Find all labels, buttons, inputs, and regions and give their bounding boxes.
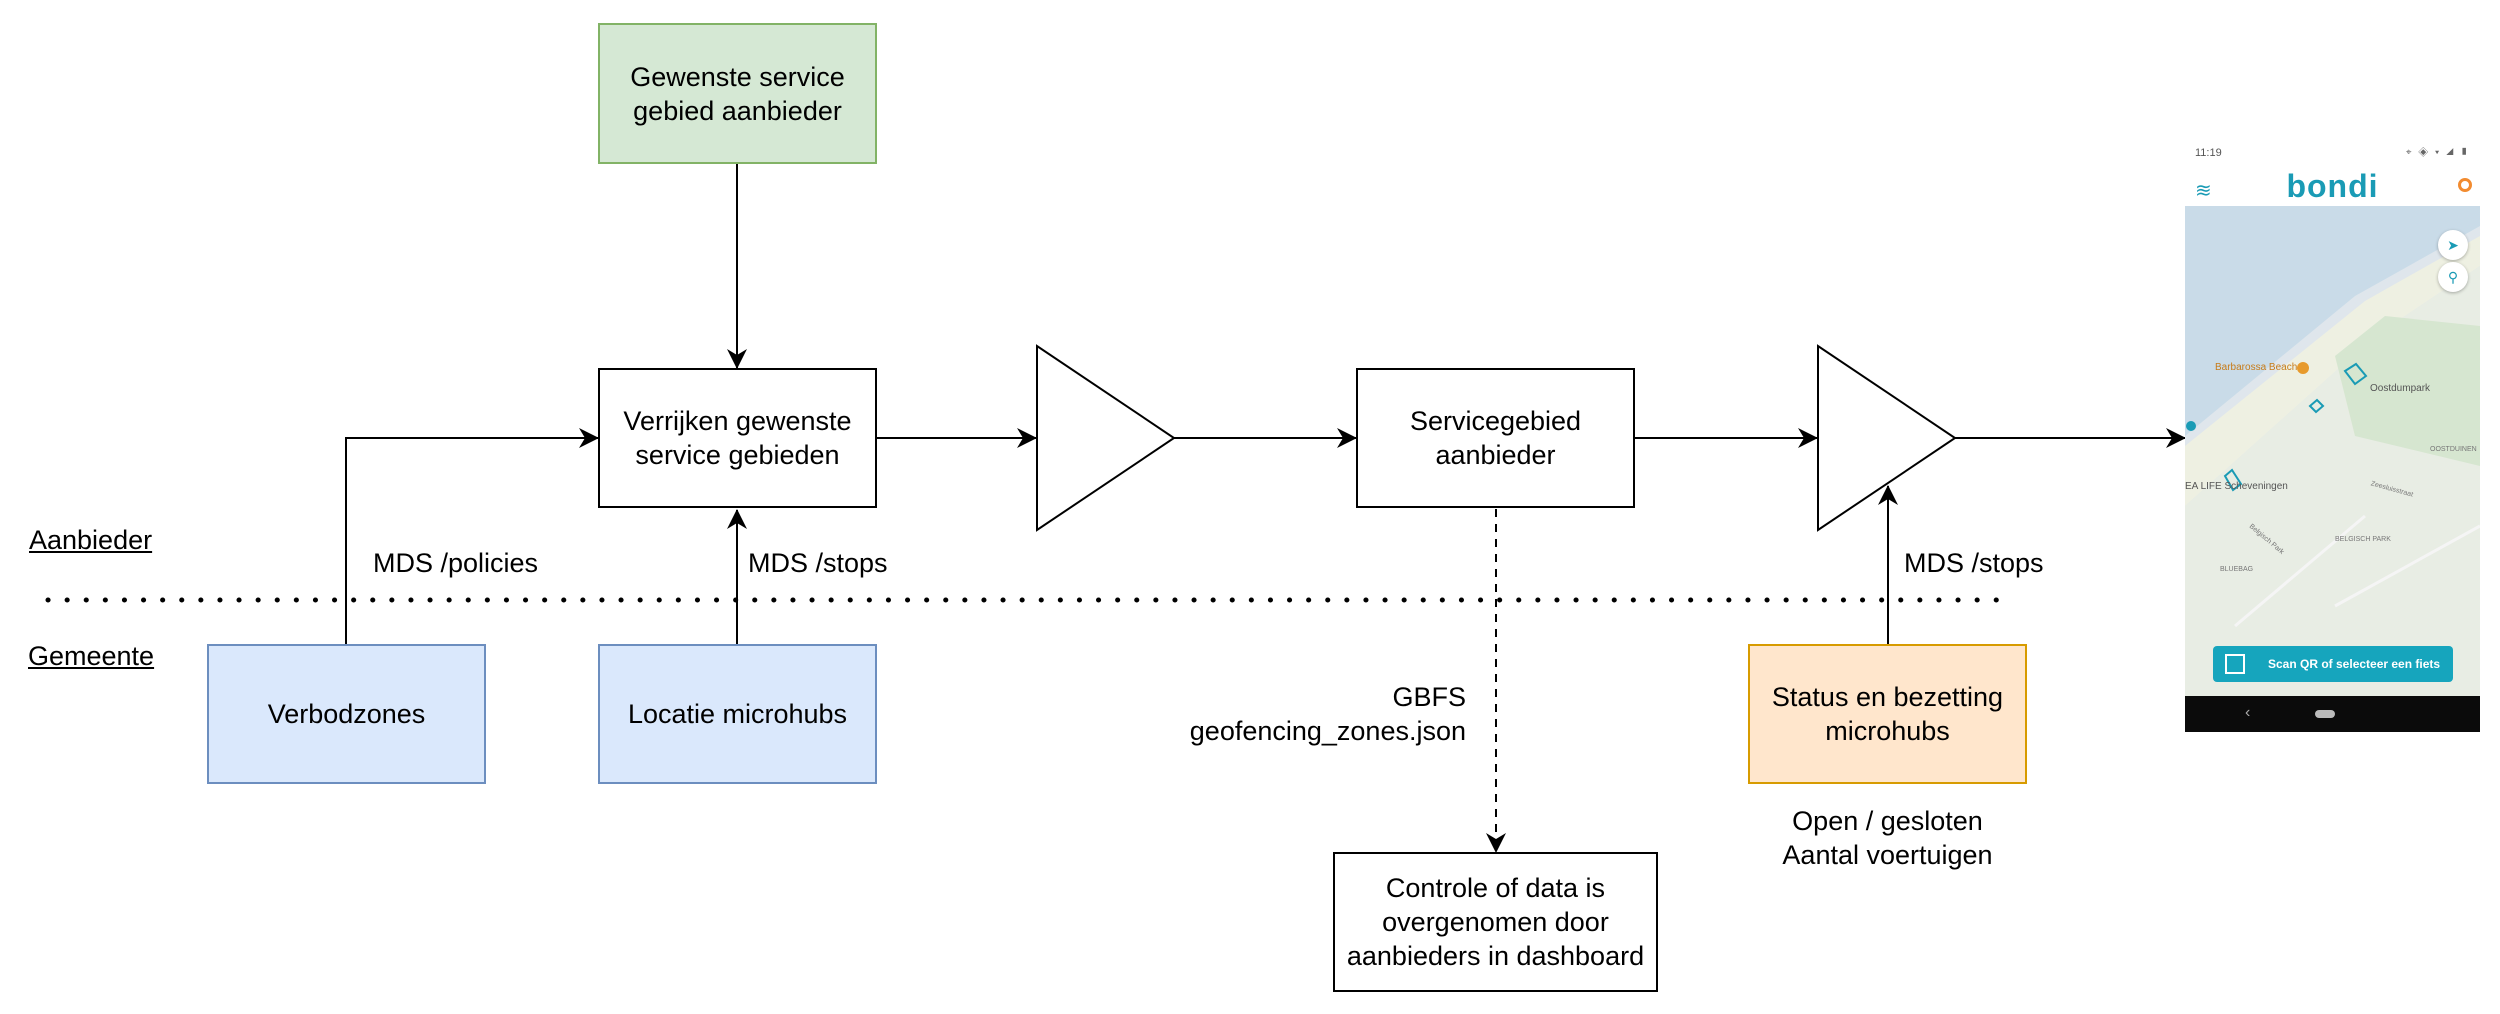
app-bar: ≋ bondi <box>2185 166 2480 206</box>
status-bar: 11:19 ⌖ ◈ ▾ ◢ ▮ <box>2185 140 2480 166</box>
status-icons: ⌖ ◈ ▾ ◢ ▮ <box>2405 147 2470 158</box>
node-provider-service-area: Servicegebied aanbieder <box>1356 368 1635 508</box>
node-no-go-zones: Verbodzones <box>207 644 486 784</box>
edge-label-gbfs: GBFS geofencing_zones.json <box>1189 682 1466 746</box>
map-label-sealife: EA LIFE Scheveningen <box>2185 481 2288 492</box>
map-label-street-5: BLUEBAG <box>2220 566 2254 573</box>
node-desired-service-area: Gewenste service gebied aanbieder <box>598 23 877 164</box>
merge-triangle-1 <box>1036 344 1176 532</box>
map-canvas <box>2185 206 2480 696</box>
map-view[interactable]: ➤ ⚲ Barbarossa Beach Oostdumpark EA LIFE… <box>2185 206 2480 696</box>
lane-label-provider: Aanbieder <box>29 525 153 555</box>
locate-icon[interactable]: ➤ <box>2438 230 2468 260</box>
edge-label-mds-stops-right: MDS /stops <box>1904 548 2044 578</box>
bondi-app-screenshot: 11:19 ⌖ ◈ ▾ ◢ ▮ ≋ bondi ➤ ⚲ Barbarossa B… <box>2185 140 2480 732</box>
edge-nogo-to-enrich <box>345 428 599 646</box>
node-microhub-location: Locatie microhubs <box>598 644 877 784</box>
edge-label-status-detail: Open / gesloten Aantal voertuigen <box>1782 806 1993 870</box>
node-enrich-service-areas: Verrijken gewenste service gebieden <box>598 368 877 508</box>
help-icon[interactable] <box>2458 178 2472 192</box>
bike-icon[interactable]: ⚲ <box>2438 262 2468 292</box>
map-label-poi: Barbarossa Beach <box>2215 362 2298 373</box>
scan-qr-label: Scan QR of selecteer een fiets <box>2268 657 2441 671</box>
merge-triangle-2 <box>1817 344 1957 532</box>
android-nav-bar: ‹ <box>2185 696 2480 732</box>
nav-back-icon[interactable]: ‹ <box>2245 704 2251 721</box>
map-label-park: Oostdumpark <box>2370 383 2431 394</box>
brand-logo: bondi <box>2286 168 2379 204</box>
status-time: 11:19 <box>2195 147 2222 159</box>
lane-label-municipality: Gemeente <box>28 641 155 671</box>
edge-label-mds-policies: MDS /policies <box>373 548 539 578</box>
map-label-street-2: OOSTDUINEN <box>2430 446 2477 453</box>
qr-code-icon <box>2225 654 2245 674</box>
nav-home-icon[interactable] <box>2315 710 2335 718</box>
map-label-street-3: BELGISCH PARK <box>2335 536 2391 543</box>
scan-qr-button[interactable]: Scan QR of selecteer een fiets <box>2213 646 2453 682</box>
menu-icon[interactable]: ≋ <box>2195 180 2212 202</box>
edge-label-mds-stops-left: MDS /stops <box>748 548 888 578</box>
node-dashboard-check: Controle of data is overgenomen door aan… <box>1333 852 1658 992</box>
node-microhub-status: Status en bezetting microhubs <box>1748 644 2027 784</box>
